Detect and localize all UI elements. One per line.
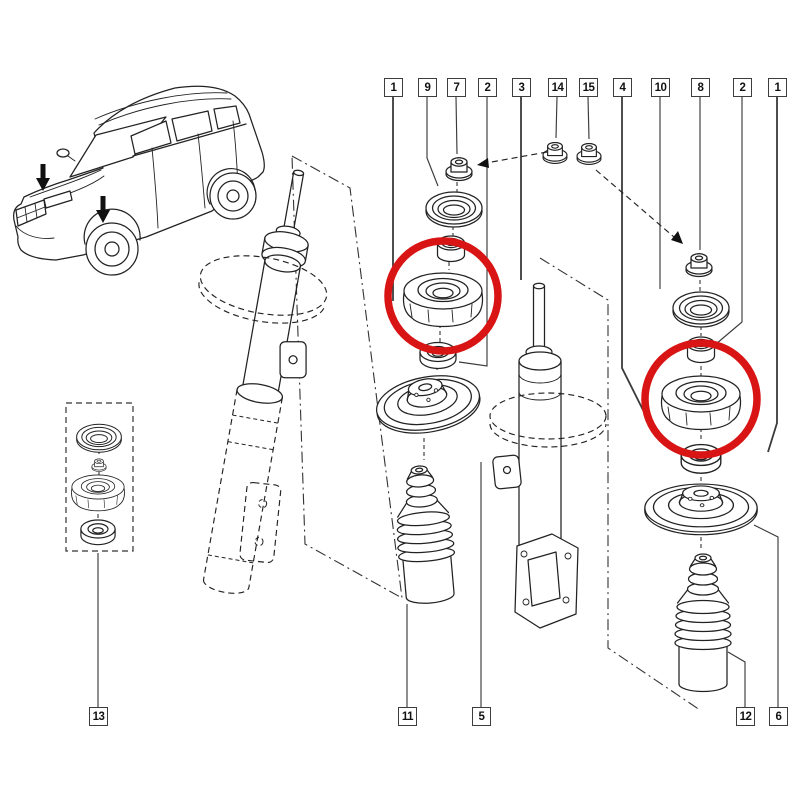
bearing-left bbox=[425, 191, 483, 228]
callout-box-4[interactable]: 4 bbox=[613, 78, 632, 97]
bearing-right bbox=[672, 291, 730, 328]
spring-seat-left bbox=[371, 367, 485, 442]
strut-nut-right bbox=[685, 253, 713, 278]
front-wheel bbox=[85, 222, 139, 276]
callout-box-2-right[interactable]: 2 bbox=[733, 78, 752, 97]
callout-box-12[interactable]: 12 bbox=[736, 707, 755, 726]
parts-column-right bbox=[644, 253, 758, 693]
highlight-circle-left bbox=[384, 237, 502, 355]
spacer-ring-right bbox=[680, 443, 722, 474]
location-arrow-hood bbox=[36, 164, 50, 191]
callout-box-11[interactable]: 11 bbox=[398, 707, 417, 726]
dust-boot-right bbox=[674, 553, 732, 693]
mount-kit-box bbox=[65, 402, 134, 552]
headlight bbox=[43, 190, 73, 209]
callout-box-2-left[interactable]: 2 bbox=[478, 78, 497, 97]
callout-box-7[interactable]: 7 bbox=[447, 78, 466, 97]
spring-seat-right bbox=[644, 483, 758, 536]
rear-wheel bbox=[209, 172, 257, 220]
mirror bbox=[56, 148, 70, 158]
callout-box-10[interactable]: 10 bbox=[651, 78, 670, 97]
callout-box-1-right[interactable]: 1 bbox=[768, 78, 787, 97]
strut-assembly-left bbox=[198, 169, 328, 594]
nut-14 bbox=[542, 141, 568, 164]
strut-mount-left bbox=[402, 272, 484, 328]
strut-nut-left bbox=[445, 157, 473, 182]
callout-box-13[interactable]: 13 bbox=[89, 707, 108, 726]
callout-box-14[interactable]: 14 bbox=[548, 78, 567, 97]
dust-boot-left bbox=[390, 462, 460, 607]
pointer-arrow-to-left-nut bbox=[477, 151, 548, 168]
callout-box-9[interactable]: 9 bbox=[418, 78, 437, 97]
assembly-guide-lines bbox=[291, 155, 701, 711]
pointer-arrow-to-right-nut bbox=[595, 169, 683, 244]
callout-box-6[interactable]: 6 bbox=[769, 707, 788, 726]
callout-box-5[interactable]: 5 bbox=[472, 707, 491, 726]
nut-15 bbox=[576, 142, 602, 165]
callout-box-1-left[interactable]: 1 bbox=[384, 78, 403, 97]
callout-leader-lines bbox=[97, 96, 779, 707]
highlight-circle-right bbox=[641, 339, 761, 459]
parts-column-left bbox=[371, 157, 485, 607]
strut-assembly-middle bbox=[489, 282, 607, 629]
location-arrow-door bbox=[96, 196, 110, 223]
callout-box-8[interactable]: 8 bbox=[691, 78, 710, 97]
callout-box-15[interactable]: 15 bbox=[579, 78, 598, 97]
car-illustration bbox=[13, 85, 265, 276]
strut-mount-right bbox=[660, 375, 742, 431]
callout-box-3[interactable]: 3 bbox=[512, 78, 531, 97]
